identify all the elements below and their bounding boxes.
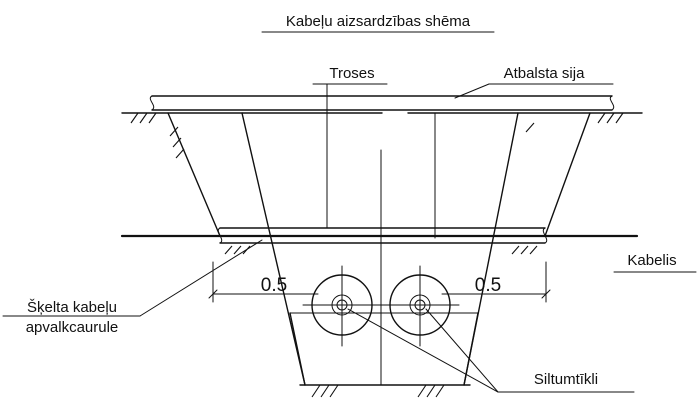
kabelis-text: Kabelis bbox=[627, 252, 676, 269]
trench-bottom bbox=[289, 312, 479, 398]
dimension-left: 0.5 bbox=[208, 261, 319, 303]
heating-pipe-right bbox=[380, 265, 460, 347]
heating-pipe-left bbox=[302, 265, 382, 347]
diagram-title: Kabeļu aizsardzības shēma bbox=[261, 13, 495, 33]
ground-level-top bbox=[121, 112, 643, 124]
troses-text: Troses bbox=[329, 65, 374, 82]
label-atbalsta-sija: Atbalsta sija bbox=[454, 65, 614, 99]
label-skelta-apvalkcaurule: Šķelta kabeļu apvalkcaurule bbox=[2, 239, 263, 336]
dim-right-text: 0.5 bbox=[475, 275, 501, 296]
skelta-line2-text: apvalkcaurule bbox=[26, 319, 119, 336]
title-text: Kabeļu aizsardzības shēma bbox=[286, 13, 471, 30]
split-protection-pipe bbox=[217, 227, 548, 255]
siltumtikli-text: Siltumtīkli bbox=[534, 371, 598, 388]
skelta-line1-text: Šķelta kabeļu bbox=[27, 299, 117, 316]
atbalsta-sija-text: Atbalsta sija bbox=[504, 65, 586, 82]
label-troses: Troses bbox=[312, 65, 388, 229]
label-siltumtikli: Siltumtīkli bbox=[347, 308, 635, 393]
ropes bbox=[380, 112, 436, 386]
trench-walls bbox=[167, 112, 591, 386]
label-kabelis: Kabelis bbox=[613, 252, 697, 273]
dimension-right: 0.5 bbox=[441, 261, 551, 303]
support-beam bbox=[149, 95, 615, 111]
dim-left-text: 0.5 bbox=[261, 275, 287, 296]
